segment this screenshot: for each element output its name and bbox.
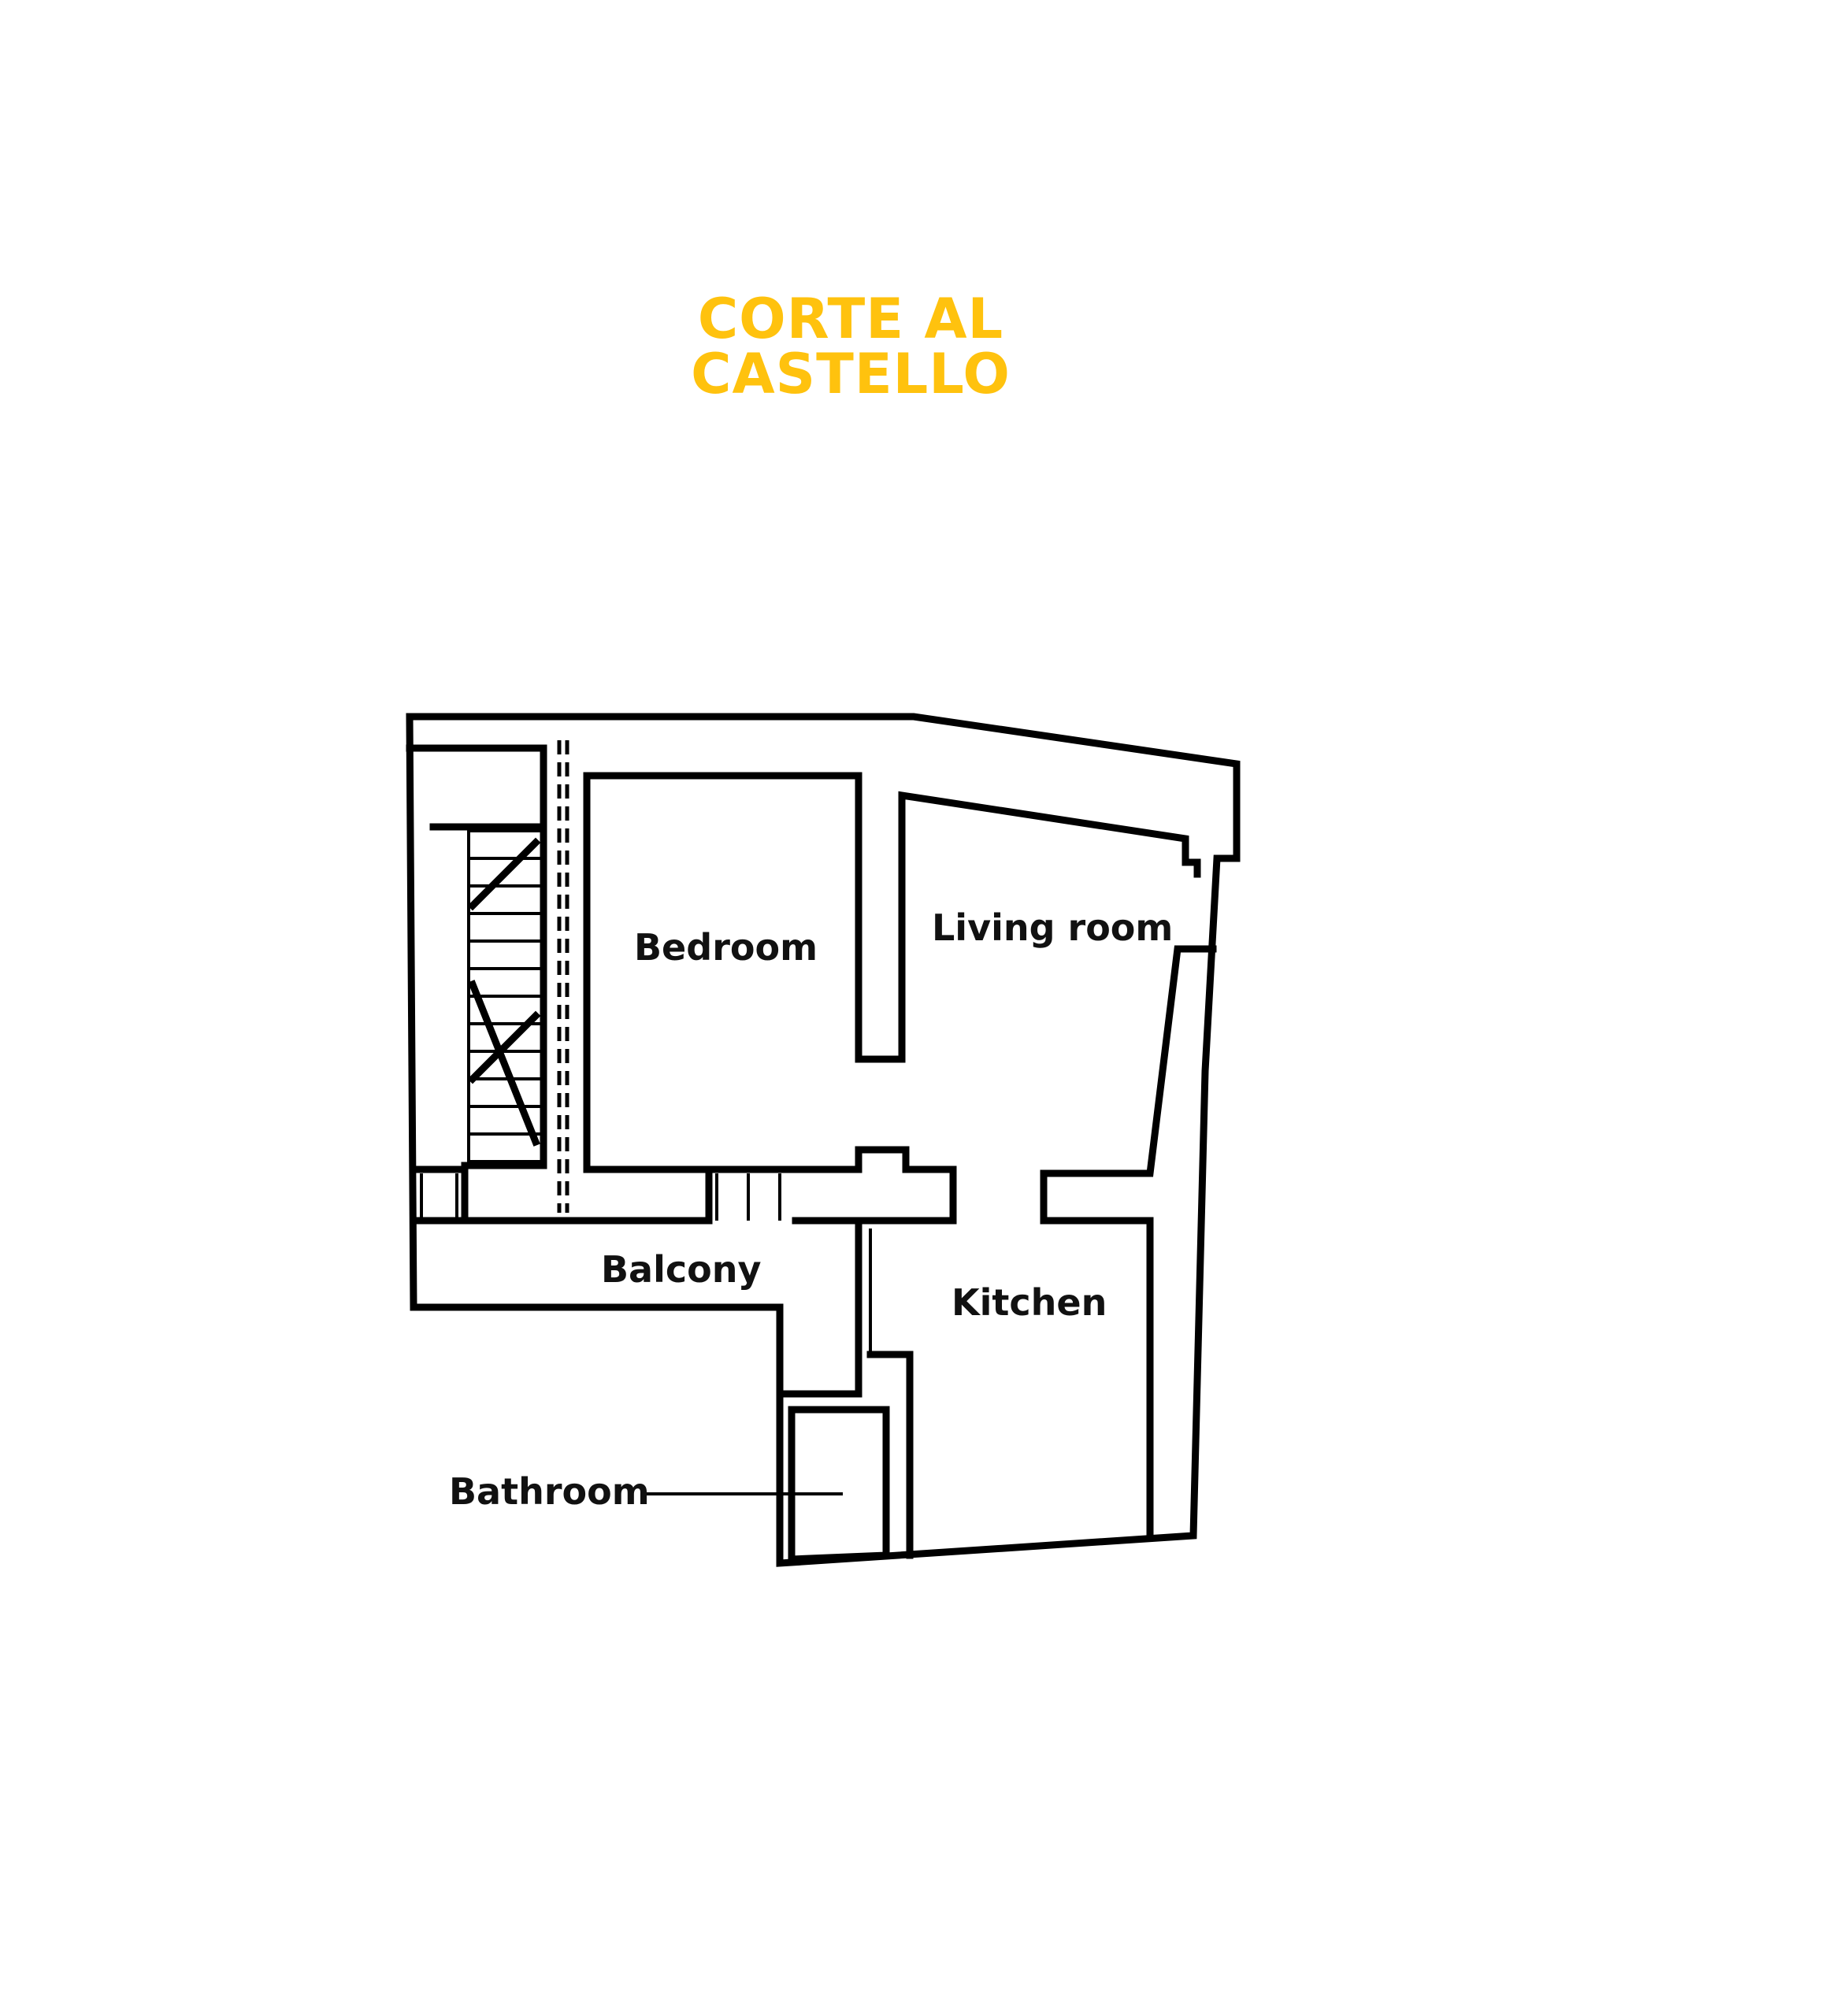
bathroom-walls bbox=[788, 1406, 890, 1563]
living-room-label: Living room bbox=[932, 906, 1173, 949]
bathroom-label: Bathroom bbox=[449, 1470, 650, 1513]
balcony-inner-lines bbox=[715, 1173, 781, 1221]
staircase bbox=[467, 829, 545, 1163]
bedroom-label: Bedroom bbox=[634, 926, 818, 969]
outer-wall bbox=[406, 713, 1241, 1567]
central-pier bbox=[705, 1146, 957, 1225]
kitchen-label: Kitchen bbox=[952, 1281, 1107, 1324]
balcony-rail bbox=[420, 1173, 458, 1221]
balcony-walls bbox=[410, 1166, 469, 1225]
kitchen-left-wall bbox=[776, 1217, 862, 1398]
bedroom-walls bbox=[583, 772, 1201, 1063]
plan-title: CORTE AL CASTELLO bbox=[691, 287, 1011, 406]
living-room-right-wall bbox=[1040, 945, 1217, 1540]
balcony-label: Balcony bbox=[601, 1248, 761, 1291]
bedroom-left-wall bbox=[461, 772, 713, 1225]
bathroom-partition bbox=[866, 1351, 914, 1559]
